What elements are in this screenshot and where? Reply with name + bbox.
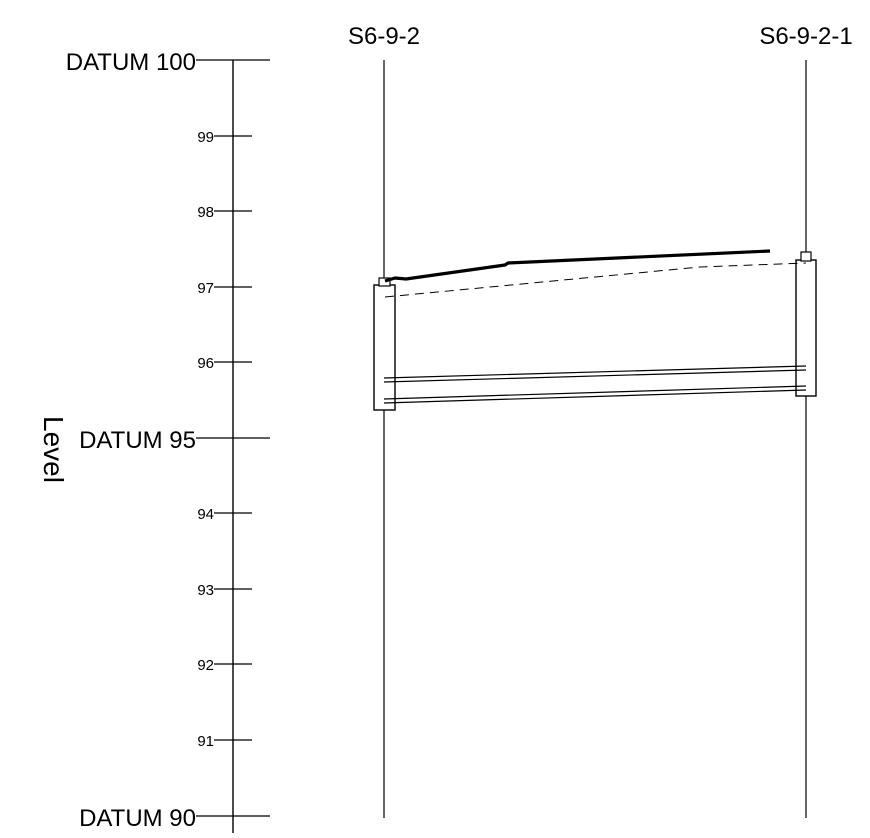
tick-label: 96 <box>197 355 214 372</box>
datum-label: DATUM 90 <box>79 805 196 832</box>
tick-label: 93 <box>197 582 214 599</box>
tick-98: 98 <box>197 204 252 221</box>
datum-90: DATUM 90 <box>79 805 270 832</box>
tick-label: 99 <box>197 129 214 146</box>
ground-profile-line <box>384 249 771 283</box>
pipe-top-inner <box>383 369 807 383</box>
level-axis-title: Level <box>38 416 69 483</box>
manhole-cover <box>800 251 812 262</box>
tick-93: 93 <box>197 582 252 599</box>
tick-91: 91 <box>197 733 252 750</box>
pipe-bottom-inner <box>383 389 807 404</box>
tick-label: 91 <box>197 733 214 750</box>
tick-92: 92 <box>197 657 252 674</box>
pipe-bottom-outer <box>383 385 807 400</box>
tick-99: 99 <box>197 129 252 146</box>
tick-96: 96 <box>197 355 252 372</box>
datum-label: DATUM 100 <box>66 49 196 76</box>
manhole-label: S6-9-2 <box>348 23 420 50</box>
manhole-label: S6-9-2-1 <box>759 23 852 50</box>
manhole-s6-9-2-1: S6-9-2-1 <box>759 23 853 818</box>
pipe-section <box>383 365 807 404</box>
pipe-top-outer <box>383 365 807 379</box>
manhole-cover <box>378 277 391 287</box>
dashed-profile-line <box>384 262 807 298</box>
manhole-chamber <box>373 284 396 411</box>
manhole-chamber <box>795 259 817 397</box>
tick-label: 92 <box>197 657 214 674</box>
tick-label: 97 <box>197 280 214 297</box>
datum-95: DATUM 95 <box>79 427 270 454</box>
manhole-s6-9-2: S6-9-2 <box>348 23 420 818</box>
tick-97: 97 <box>197 280 252 297</box>
tick-label: 94 <box>197 506 214 523</box>
tick-94: 94 <box>197 506 252 523</box>
datum-100: DATUM 100 <box>66 49 270 76</box>
datum-label: DATUM 95 <box>79 427 196 454</box>
tick-label: 98 <box>197 204 214 221</box>
